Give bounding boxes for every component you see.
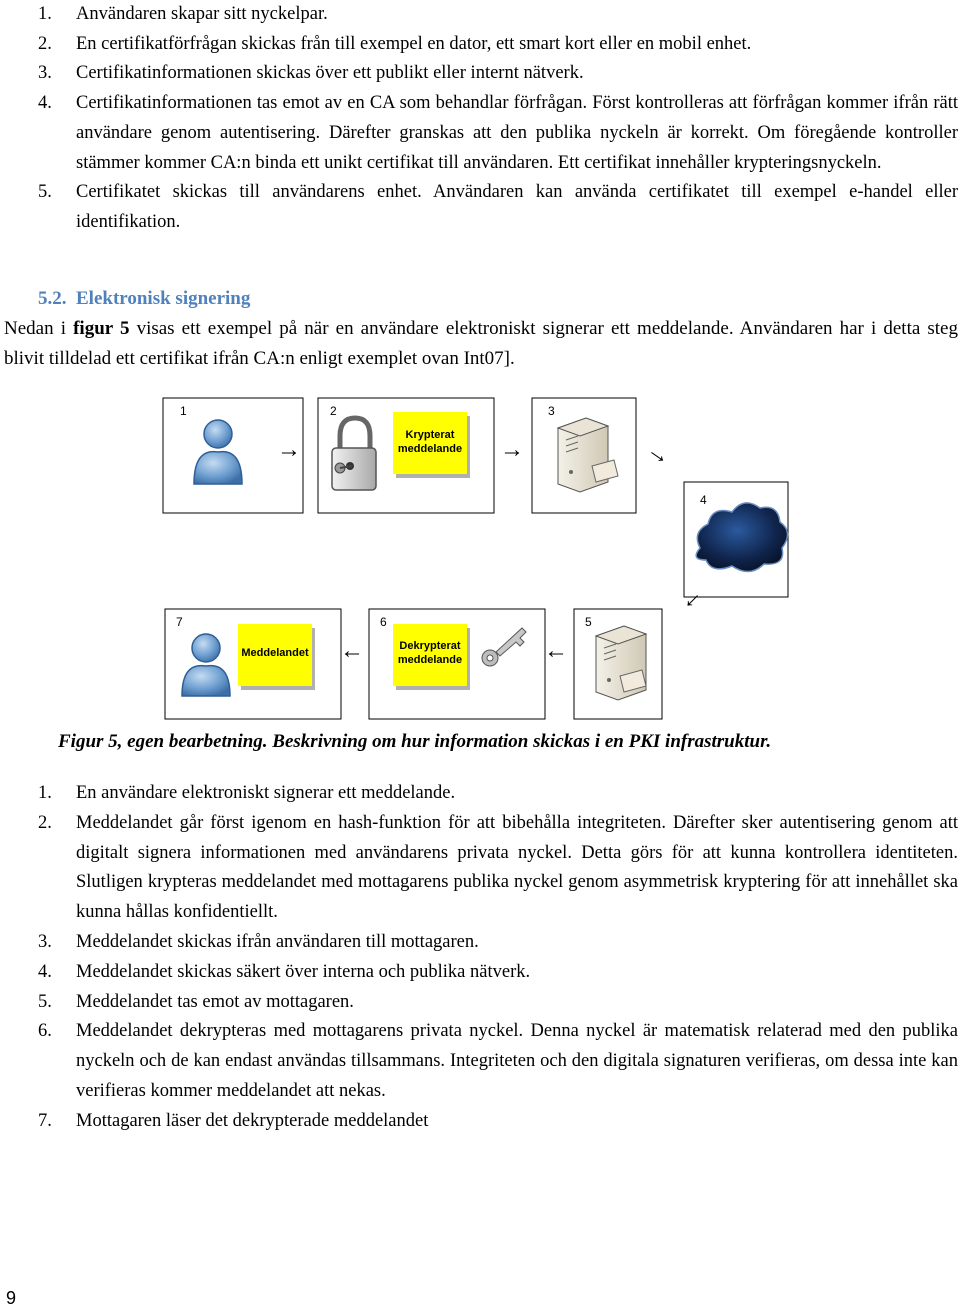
list-item: 2. En certifikatförfrågan skickas från ti… xyxy=(0,30,960,60)
intro-text-before: Nedan i xyxy=(4,318,74,339)
bottom-numbered-list: 1. En användare elektroniskt signerar ett… xyxy=(0,779,960,1137)
list-item: 1. En användare elektroniskt signerar ett… xyxy=(0,779,960,809)
page-number: 9 xyxy=(6,1288,17,1308)
decrypted-label-line2: meddelande xyxy=(398,654,462,666)
list-number: 2. xyxy=(38,812,52,833)
section-number: 5.2. xyxy=(38,288,67,309)
user-icon xyxy=(181,633,231,697)
arrow-right-icon: → xyxy=(277,436,301,463)
list-text: Meddelandet tas emot av mottagaren. xyxy=(76,991,354,1012)
list-item: 4. Meddelandet skickas säkert över intern… xyxy=(0,958,960,988)
list-text: Meddelandet går först igenom en hash-fun… xyxy=(76,812,958,923)
list-item: 3. Certifikatinformationen skickas över e… xyxy=(0,59,960,89)
encrypted-label-line2: meddelande xyxy=(398,443,462,455)
message-label: Meddelandet xyxy=(241,647,309,659)
list-text: Mottagaren läser det dekrypterade meddel… xyxy=(76,1110,429,1131)
step-number: 5 xyxy=(585,615,592,629)
cloud-icon xyxy=(695,502,789,573)
step-1-box: 1 xyxy=(162,397,304,514)
encrypted-label-line1: Krypterat xyxy=(406,429,455,441)
step-number: 3 xyxy=(548,404,555,418)
pki-figure: 1 → 2 Krypterat meddelande → 3 xyxy=(162,397,789,720)
arrow-diagonal-icon: → xyxy=(642,436,677,472)
step-number: 6 xyxy=(380,615,387,629)
list-item: 5. Certifikatet skickas till användarens … xyxy=(0,178,960,237)
section-title: Elektronisk signering xyxy=(76,288,251,309)
intro-text-after: visas ett exempel på när en användare el… xyxy=(4,318,958,369)
list-text: En certifikatförfrågan skickas från till… xyxy=(76,33,752,54)
intro-paragraph: Nedan i figur 5 visas ett exempel på när… xyxy=(4,314,958,373)
figure-caption: Figur 5, egen bearbetning. Beskrivning o… xyxy=(58,731,772,752)
list-text: Certifikatet skickas till användarens en… xyxy=(76,182,958,232)
arrow-left-icon: ← xyxy=(544,637,568,664)
step-5-box: 5 xyxy=(573,608,663,720)
step-7-box: 7 Meddelandet xyxy=(164,608,342,720)
list-text: Certifikatinformationen tas emot av en C… xyxy=(76,93,958,173)
list-number: 4. xyxy=(38,93,52,114)
key-icon xyxy=(481,627,527,667)
list-text: Meddelandet skickas säkert över interna … xyxy=(76,961,531,982)
list-number: 2. xyxy=(38,33,52,54)
arrow-left-icon: ← xyxy=(340,637,364,664)
list-item: 4. Certifikatinformationen tas emot av en… xyxy=(0,89,960,178)
encrypted-message-box xyxy=(393,412,467,474)
list-text: Meddelandet skickas ifrån användaren til… xyxy=(76,931,479,952)
list-number: 4. xyxy=(38,961,52,982)
list-text: Certifikatinformationen skickas över ett… xyxy=(76,63,584,84)
server-icon xyxy=(556,417,619,493)
list-number: 3. xyxy=(38,931,52,952)
step-number: 7 xyxy=(176,615,183,629)
list-number: 5. xyxy=(38,991,52,1012)
user-icon xyxy=(193,419,243,485)
step-2-box: 2 Krypterat meddelande xyxy=(317,397,495,514)
list-item: 2. Meddelandet går först igenom en hash-f… xyxy=(0,809,960,928)
step-number: 4 xyxy=(700,493,707,507)
list-text: Meddelandet dekrypteras med mottagarens … xyxy=(76,1021,958,1101)
list-item: 1. Användaren skapar sitt nyckelpar. xyxy=(0,0,960,30)
decrypted-message-box xyxy=(393,624,467,686)
list-item: 3. Meddelandet skickas ifrån användaren t… xyxy=(0,928,960,958)
server-icon xyxy=(594,625,648,701)
list-item: 5. Meddelandet tas emot av mottagaren. xyxy=(0,988,960,1018)
step-4-box: 4 xyxy=(683,481,789,598)
decrypted-label-line1: Dekrypterat xyxy=(399,640,460,652)
list-item: 7. Mottagaren läser det dekrypterade medd… xyxy=(0,1107,960,1137)
top-numbered-list: 1. Användaren skapar sitt nyckelpar. 2. En… xyxy=(0,0,960,238)
step-number: 1 xyxy=(180,404,187,418)
figure-reference: figur 5 xyxy=(73,318,130,339)
step-number: 2 xyxy=(330,404,337,418)
list-number: 1. xyxy=(38,4,52,24)
list-number: 1. xyxy=(38,783,52,803)
step-3-box: 3 xyxy=(531,397,637,514)
list-number: 6. xyxy=(38,1021,52,1042)
list-text: En användare elektroniskt signerar ett m… xyxy=(76,783,456,803)
list-number: 3. xyxy=(38,63,52,84)
list-number: 7. xyxy=(38,1110,52,1131)
list-text: Användaren skapar sitt nyckelpar. xyxy=(76,4,328,24)
message-box xyxy=(238,624,312,686)
section-heading: 5.2. Elektronisk signering xyxy=(38,286,250,312)
list-number: 5. xyxy=(38,182,52,203)
list-item: 6. Meddelandet dekrypteras med mottagaren… xyxy=(0,1017,960,1106)
step-6-box: 6 Dekrypterat meddelande xyxy=(368,608,546,720)
arrow-right-icon: → xyxy=(500,436,524,463)
padlock-icon xyxy=(331,415,377,491)
